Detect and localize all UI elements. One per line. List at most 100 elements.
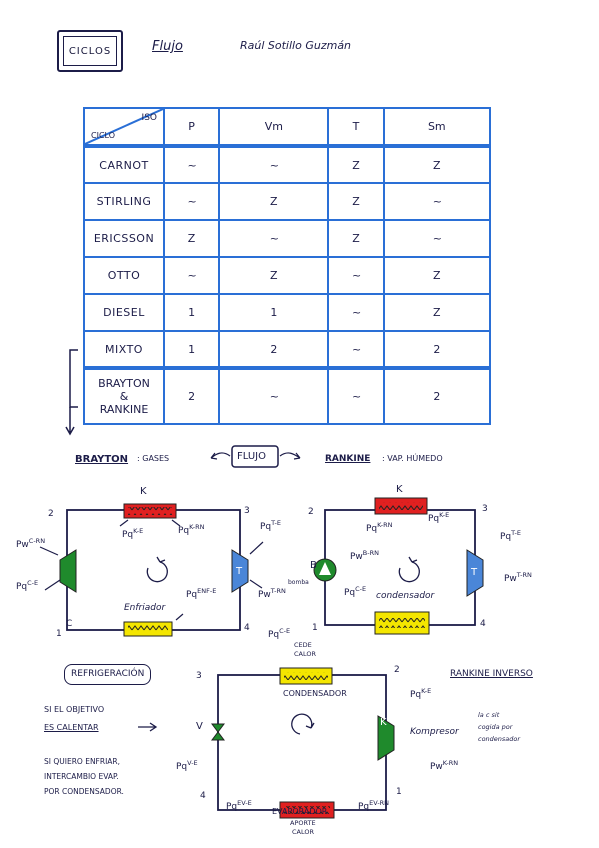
aporte-label: APORTE: [290, 819, 316, 827]
rankine-pw-brn: PwB-RN: [350, 549, 379, 562]
rankine-pw-trn: PwT-RN: [504, 571, 532, 584]
rankine-pq-te: PqT-E: [500, 529, 521, 542]
corner-ciclo: CICLO: [91, 131, 115, 140]
rankine-pq-ce: PqC-E: [344, 585, 367, 598]
row-label-line: &: [119, 390, 129, 403]
table-row: OTTO ~ Z ~ Z: [83, 256, 492, 295]
refrig-pq-ce: PqC-E: [268, 627, 291, 640]
brayton-pq-krn: PqK-RN: [178, 523, 205, 536]
table-cell: 2: [382, 366, 492, 425]
rankine-b-label: B: [310, 560, 317, 571]
table-cell: 2: [162, 366, 221, 425]
cycles-table: CICLO ISO P Vm T Sm CARNOT ~ ~ Z Z STIRL…: [83, 107, 492, 425]
refrigeration-diagram: [211, 667, 395, 819]
brayton-label: BRAYTON: [75, 454, 129, 465]
refrig-pq-ke: PqK-E: [410, 687, 432, 700]
table-row: DIESEL 1 1 ~ Z: [83, 293, 492, 332]
bracket-arrow: [65, 349, 78, 436]
corner-cell: CICLO ISO: [83, 107, 165, 147]
col-header: P: [162, 107, 221, 147]
refrig-pw-krn: PwK-RN: [430, 759, 459, 772]
side-note-2: cogida por: [478, 723, 513, 731]
refrig-node-3: 3: [196, 671, 202, 681]
compressor-k-label: K: [380, 717, 387, 728]
brayton-pw-crn: PwC-RN: [16, 537, 46, 550]
note-intercambio: INTERCAMBIO EVAP.: [44, 772, 119, 781]
refrig-pq-ve: PqV-E: [176, 759, 198, 772]
aporte-calor-label: CALOR: [292, 828, 315, 836]
brayton-c-label: C: [66, 619, 73, 629]
table-row: STIRLING ~ Z Z ~: [83, 182, 492, 221]
rankine-pq-ke: PqK-E: [428, 511, 450, 524]
refrig-node-2: 2: [394, 665, 400, 675]
table-cell: ~: [162, 256, 221, 295]
refrig-condensador-label: CONDENSADOR: [283, 689, 347, 698]
note-condensador: POR CONDENSADOR.: [44, 787, 124, 796]
table-cell: Z: [382, 144, 492, 184]
row-label: ERICSSON: [83, 219, 165, 258]
side-note-3: condensador: [478, 735, 521, 743]
refrig-node-4: 4: [200, 791, 206, 801]
row-label-brayton-rankine: BRAYTON & RANKINE: [83, 366, 165, 425]
note-calentar: ES CALENTAR: [44, 723, 99, 732]
refrig-node-1: 1: [396, 787, 402, 797]
col-header: Vm: [218, 107, 330, 147]
row-label: OTTO: [83, 256, 165, 295]
calor-label: CALOR: [294, 650, 317, 658]
brayton-k-label: K: [140, 486, 147, 497]
rankine-node-3: 3: [482, 504, 488, 514]
refrig-pq-evrn: PqEV-RN: [358, 799, 390, 812]
table-cell: ~: [162, 144, 221, 184]
table-cell: 1: [218, 293, 330, 332]
col-header: Sm: [382, 107, 492, 147]
node-1: 1: [56, 629, 62, 639]
brayton-pq-ke: PqK-E: [122, 527, 144, 540]
note-enfriar: SI QUIERO ENFRIAR,: [44, 757, 121, 766]
rankine-inverso-label: RANKINE INVERSO: [450, 669, 533, 679]
valve-v-label: V: [196, 721, 203, 732]
node-4: 4: [244, 623, 250, 633]
vap-humedo-label: : VAP. HÚMEDO: [382, 454, 443, 463]
table-cell: Z: [382, 256, 492, 295]
gases-label: : GASES: [137, 454, 170, 463]
brayton-t-label: T: [236, 566, 243, 577]
node-3: 3: [244, 506, 250, 516]
rankine-label: RANKINE: [325, 454, 371, 464]
row-label-line: RANKINE: [99, 403, 149, 416]
table-row: BRAYTON & RANKINE 2 ~ ~ 2: [83, 366, 492, 425]
rankine-pq-krn: PqK-RN: [366, 521, 393, 534]
col-header: T: [327, 107, 385, 147]
row-label-line: BRAYTON: [98, 377, 150, 390]
table-cell: Z: [327, 182, 385, 221]
table-cell: Z: [218, 256, 330, 295]
table-cell: Z: [162, 219, 221, 258]
kompresor-label: Kompresor: [410, 727, 459, 737]
refrigeracion-label: REFRIGERACIÓN: [64, 664, 152, 685]
author-name: Raúl Sotillo Guzmán: [240, 39, 352, 52]
brayton-pq-te: PqT-E: [260, 519, 281, 532]
row-label: DIESEL: [83, 293, 165, 332]
rankine-node-1: 1: [312, 623, 318, 633]
row-label: MIXTO: [83, 330, 165, 369]
table-cell: ~: [327, 366, 385, 425]
row-label: STIRLING: [83, 182, 165, 221]
condensador-label: condensador: [376, 591, 435, 601]
side-note-1: la c sit: [478, 711, 500, 719]
table-row: ERICSSON Z ~ Z ~: [83, 219, 492, 258]
evaporador-label: EVAPORADOR.: [272, 807, 330, 816]
note-objetivo: SI EL OBJETIVO: [44, 705, 105, 714]
table-cell: ~: [218, 144, 330, 184]
corner-iso: ISO: [141, 113, 157, 123]
rankine-t-label: T: [471, 567, 478, 578]
table-cell: ~: [382, 182, 492, 221]
brayton-diagram: [39, 503, 264, 637]
table-cell: 2: [218, 330, 330, 369]
table-cell: ~: [327, 330, 385, 369]
ciclos-title-box: CICLOS: [57, 30, 123, 72]
flujo-heading: Flujo: [152, 39, 183, 54]
ciclos-title: CICLOS: [63, 36, 117, 66]
table-cell: 1: [162, 330, 221, 369]
flujo-arrows: [210, 445, 301, 468]
brayton-pq-enfe: PqENF-E: [186, 587, 217, 600]
